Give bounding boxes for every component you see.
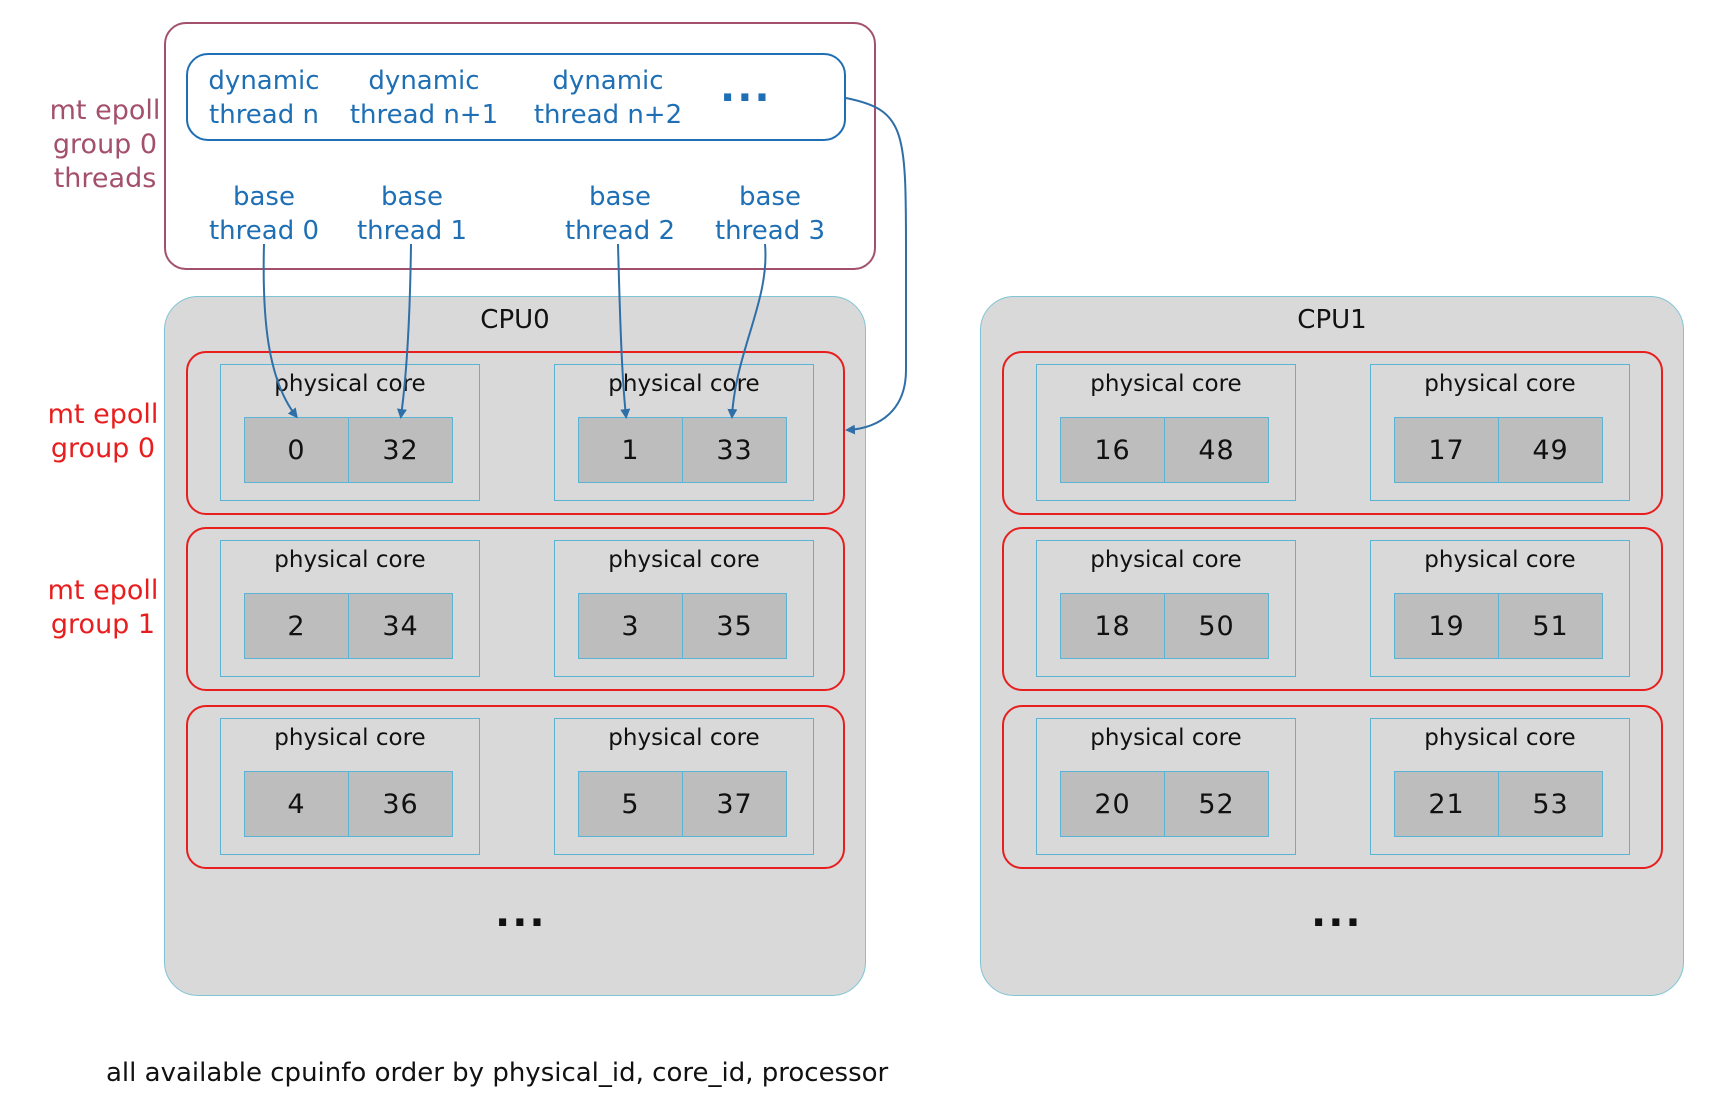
processor-cell: 0 xyxy=(244,417,349,483)
physical-core: physical core 16 48 xyxy=(1036,364,1296,501)
cpu1-title: CPU1 xyxy=(1297,305,1367,335)
physical-core-title: physical core xyxy=(1090,371,1242,397)
processor-cell: 52 xyxy=(1164,771,1269,837)
thread-group-label-line: mt epoll xyxy=(49,95,161,126)
physical-core-title: physical core xyxy=(274,725,426,751)
processor-cell: 37 xyxy=(682,771,787,837)
processor-cell: 19 xyxy=(1394,593,1499,659)
physical-core: physical core 21 53 xyxy=(1370,718,1630,855)
dynamic-thread-line: thread n+2 xyxy=(533,100,683,130)
base-thread-line: base xyxy=(233,182,295,212)
epoll-group-label-line: mt epoll xyxy=(47,575,159,606)
physical-core: physical core 20 52 xyxy=(1036,718,1296,855)
processor-cell: 21 xyxy=(1394,771,1499,837)
dynamic-threads-box xyxy=(186,53,846,141)
base-thread-line: thread 2 xyxy=(564,216,676,246)
physical-core-title: physical core xyxy=(1424,725,1576,751)
physical-core-title: physical core xyxy=(608,371,760,397)
dynamic-thread-line: dynamic xyxy=(208,66,320,96)
dynamic-thread-n-plus-2: dynamic thread n+2 xyxy=(528,64,688,132)
cpu1-box: CPU1 physical core 16 48 physical core 1… xyxy=(980,296,1684,996)
thread-group-label-line: group 0 xyxy=(52,129,158,160)
physical-core: physical core 17 49 xyxy=(1370,364,1630,501)
physical-core-title: physical core xyxy=(1090,725,1242,751)
processor-cell: 53 xyxy=(1498,771,1603,837)
cpu1-ellipsis: ... xyxy=(1311,890,1363,936)
cpu0-group-2: physical core 4 36 physical core 5 37 xyxy=(186,705,845,869)
base-thread-line: base xyxy=(589,182,651,212)
physical-core-title: physical core xyxy=(274,371,426,397)
physical-core: physical core 5 37 xyxy=(554,718,814,855)
physical-core: physical core 0 32 xyxy=(220,364,480,501)
physical-core-title: physical core xyxy=(608,547,760,573)
physical-core-title: physical core xyxy=(274,547,426,573)
processor-cell: 36 xyxy=(348,771,453,837)
cpu0-group-0: physical core 0 32 physical core 1 33 xyxy=(186,351,845,515)
processor-cell: 18 xyxy=(1060,593,1165,659)
epoll-group-label-line: mt epoll xyxy=(47,399,159,430)
epoll-group-0-label: mt epoll group 0 xyxy=(38,398,168,466)
processor-cell: 35 xyxy=(682,593,787,659)
dynamic-thread-n: dynamic thread n xyxy=(196,64,332,132)
cpu1-group-1: physical core 18 50 physical core 19 51 xyxy=(1002,527,1663,691)
processor-cell: 1 xyxy=(578,417,683,483)
base-thread-0: base thread 0 xyxy=(196,180,332,248)
processor-cell: 33 xyxy=(682,417,787,483)
base-thread-line: base xyxy=(381,182,443,212)
physical-core: physical core 2 34 xyxy=(220,540,480,677)
base-thread-3: base thread 3 xyxy=(702,180,838,248)
processor-cell: 51 xyxy=(1498,593,1603,659)
dynamic-threads-ellipsis: ... xyxy=(720,65,772,111)
base-thread-line: thread 1 xyxy=(356,216,468,246)
base-thread-1: base thread 1 xyxy=(344,180,480,248)
footer-note: all available cpuinfo order by physical_… xyxy=(106,1058,889,1088)
physical-core-title: physical core xyxy=(1090,547,1242,573)
cpu0-ellipsis: ... xyxy=(495,890,547,936)
base-thread-2: base thread 2 xyxy=(552,180,688,248)
physical-core: physical core 3 35 xyxy=(554,540,814,677)
processor-cell: 17 xyxy=(1394,417,1499,483)
physical-core: physical core 4 36 xyxy=(220,718,480,855)
thread-group-label: mt epoll group 0 threads xyxy=(40,94,170,196)
epoll-group-label-line: group 1 xyxy=(50,609,156,640)
processor-cell: 49 xyxy=(1498,417,1603,483)
dynamic-thread-line: dynamic xyxy=(552,66,664,96)
processor-cell: 5 xyxy=(578,771,683,837)
base-thread-line: thread 3 xyxy=(714,216,826,246)
dynamic-thread-line: thread n xyxy=(209,100,319,130)
processor-cell: 3 xyxy=(578,593,683,659)
processor-cell: 32 xyxy=(348,417,453,483)
epoll-group-label-line: group 0 xyxy=(50,433,156,464)
dynamic-thread-line: thread n+1 xyxy=(349,100,499,130)
physical-core: physical core 1 33 xyxy=(554,364,814,501)
physical-core-title: physical core xyxy=(608,725,760,751)
base-thread-line: thread 0 xyxy=(208,216,320,246)
cpu0-title: CPU0 xyxy=(480,305,550,335)
dynamic-thread-line: dynamic xyxy=(368,66,480,96)
physical-core-title: physical core xyxy=(1424,371,1576,397)
thread-group-label-line: threads xyxy=(53,163,157,194)
cpu0-box: CPU0 physical core 0 32 physical core 1 … xyxy=(164,296,866,996)
processor-cell: 34 xyxy=(348,593,453,659)
processor-cell: 20 xyxy=(1060,771,1165,837)
physical-core: physical core 19 51 xyxy=(1370,540,1630,677)
epoll-group-1-label: mt epoll group 1 xyxy=(38,574,168,642)
base-thread-line: base xyxy=(739,182,801,212)
processor-cell: 16 xyxy=(1060,417,1165,483)
processor-cell: 48 xyxy=(1164,417,1269,483)
cpu1-group-0: physical core 16 48 physical core 17 49 xyxy=(1002,351,1663,515)
processor-cell: 2 xyxy=(244,593,349,659)
processor-cell: 50 xyxy=(1164,593,1269,659)
dynamic-thread-n-plus-1: dynamic thread n+1 xyxy=(344,64,504,132)
cpu1-group-2: physical core 20 52 physical core 21 53 xyxy=(1002,705,1663,869)
physical-core-title: physical core xyxy=(1424,547,1576,573)
cpu0-group-1: physical core 2 34 physical core 3 35 xyxy=(186,527,845,691)
physical-core: physical core 18 50 xyxy=(1036,540,1296,677)
processor-cell: 4 xyxy=(244,771,349,837)
